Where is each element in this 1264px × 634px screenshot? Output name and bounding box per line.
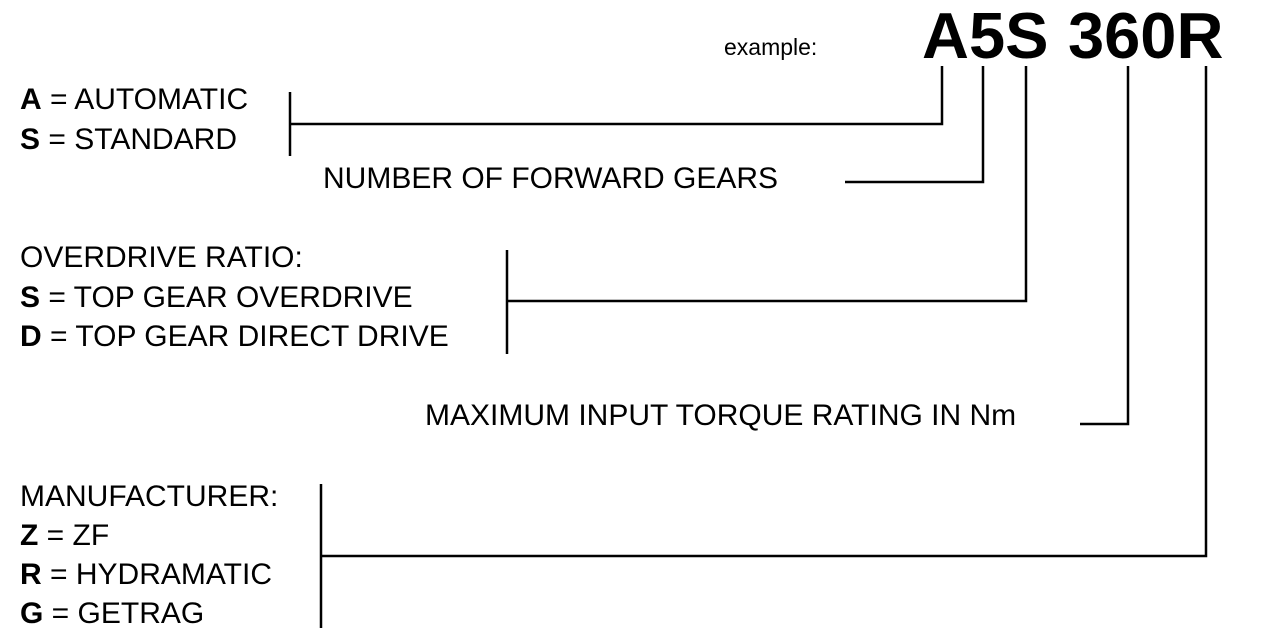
type-standard: S = STANDARD (20, 120, 237, 160)
gears-connector (845, 66, 985, 184)
manufacturer-text: GETRAG (77, 597, 205, 630)
type-separator: = (40, 123, 75, 156)
gears-label: NUMBER OF FORWARD GEARS (323, 162, 779, 195)
torque-connector (1080, 66, 1130, 426)
type-text: STANDARD (74, 123, 238, 156)
overdrive-top-gear-direct-drive: D = TOP GEAR DIRECT DRIVE (20, 317, 449, 357)
overdrive-separator: = (40, 281, 74, 314)
manufacturer-zf: Z = ZF (20, 516, 109, 556)
overdrive-connector (507, 66, 1028, 303)
type-text: AUTOMATIC (74, 83, 249, 116)
manufacturer-separator: = (41, 558, 76, 591)
example-code-part1: A5S (922, 0, 1049, 72)
manufacturer-getrag: G = GETRAG (20, 594, 204, 634)
manufacturer-hydramatic: R = HYDRAMATIC (20, 555, 272, 595)
manufacturer-text: HYDRAMATIC (75, 558, 272, 591)
overdrive-separator: = (41, 320, 76, 353)
manufacturer-letter: G (20, 597, 44, 630)
type-letter: S (20, 123, 41, 156)
manufacturer-separator: = (38, 519, 73, 552)
manufacturer-heading: MANUFACTURER: (20, 480, 279, 513)
manufacturer-letter: R (20, 558, 42, 591)
overdrive-top-gear-overdrive: S = TOP GEAR OVERDRIVE (20, 278, 413, 318)
example-code-part2: 360R (1068, 0, 1224, 72)
overdrive-text: TOP GEAR OVERDRIVE (73, 281, 413, 314)
type-letter: A (20, 83, 42, 116)
overdrive-letter: D (20, 320, 42, 353)
manufacturer-text: ZF (72, 519, 110, 552)
overdrive-letter: S (20, 281, 41, 314)
manufacturer-connector (321, 66, 1208, 558)
overdrive-text: TOP GEAR DIRECT DRIVE (75, 320, 449, 353)
example-label: example: (724, 34, 818, 60)
overdrive-heading: OVERDRIVE RATIO: (20, 241, 303, 274)
type-separator: = (41, 83, 75, 116)
manufacturer-separator: = (43, 597, 78, 630)
torque-label: MAXIMUM INPUT TORQUE RATING IN Nm (425, 399, 1017, 432)
manufacturer-letter: Z (20, 519, 39, 552)
type-connector (290, 66, 944, 126)
type-automatic: A = AUTOMATIC (20, 80, 248, 120)
